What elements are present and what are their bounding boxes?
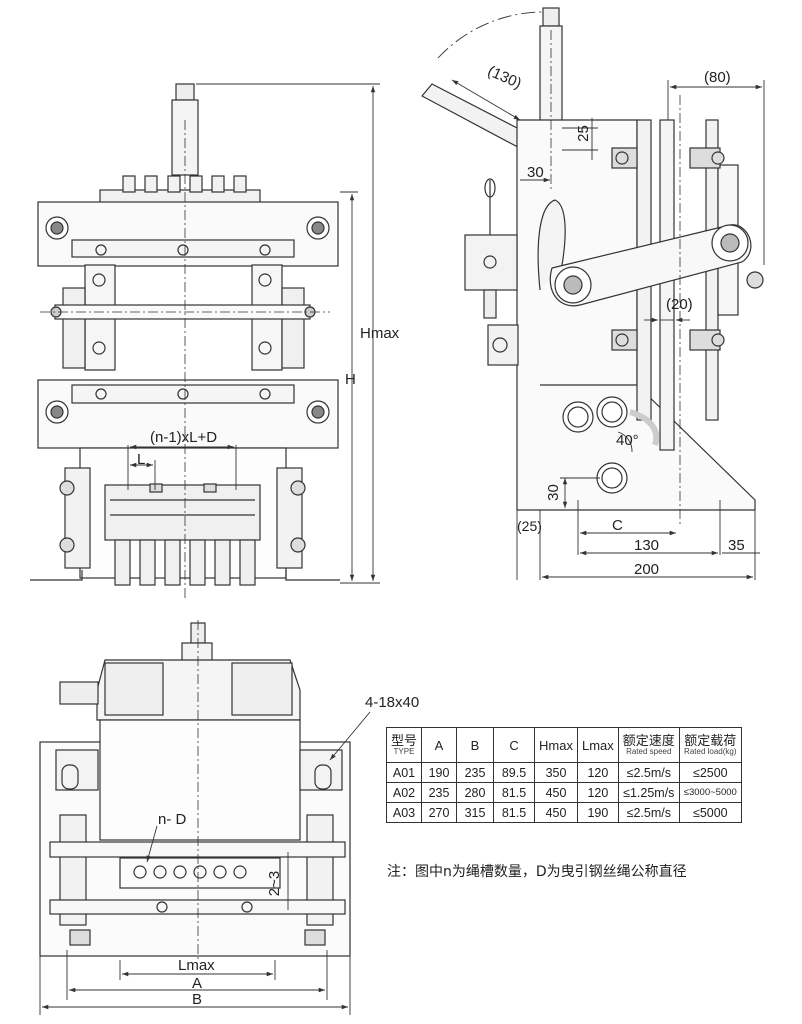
cell-c: 81.5 xyxy=(493,802,536,823)
header-hmax: Hmax xyxy=(534,727,578,763)
dim-25-side: (25) xyxy=(517,518,542,534)
dim-30-top: 30 xyxy=(527,164,544,181)
cell-b: 235 xyxy=(456,762,495,783)
dim-35: 35 xyxy=(728,537,745,554)
dim-angle-40: 40° xyxy=(616,432,639,449)
header-c: C xyxy=(493,727,536,763)
dim-n1-formula: (n-1)xL+D xyxy=(150,429,218,446)
cell-b: 280 xyxy=(456,782,495,803)
dim-b: B xyxy=(192,991,203,1008)
table-row: A03 270 315 81.5 450 190 ≤2.5m/s ≤5000 xyxy=(385,802,742,823)
cell-load: ≤3000~5000 xyxy=(678,782,742,803)
dim-80: (80) xyxy=(704,69,731,86)
dim-n-d: n- D xyxy=(158,811,187,828)
dim-30-side: 30 xyxy=(544,484,562,501)
dim-slot-4-18x40: 4-18x40 xyxy=(365,694,420,711)
dim-hmax: Hmax xyxy=(360,325,400,342)
footnote: 注：图中n为绳槽数量，D为曳引钢丝绳公称直径 xyxy=(387,864,687,880)
cell-speed: ≤1.25m/s xyxy=(617,782,680,803)
table-row: A02 235 280 81.5 450 120 ≤1.25m/s ≤3000~… xyxy=(385,782,742,803)
cell-type: A01 xyxy=(385,762,423,783)
cell-speed: ≤2.5m/s xyxy=(617,802,680,823)
cell-a: 235 xyxy=(421,782,458,803)
dim-a: A xyxy=(192,975,203,992)
cell-c: 89.5 xyxy=(493,762,536,783)
header-lmax: Lmax xyxy=(576,727,619,763)
cell-load: ≤5000 xyxy=(678,802,742,823)
upper-bolts xyxy=(45,216,330,256)
dim-25-top: 25 xyxy=(574,125,592,142)
cell-hmax: 350 xyxy=(534,762,578,783)
dim-20: (20) xyxy=(666,296,693,313)
dim-l: L xyxy=(137,451,146,468)
cell-type: A02 xyxy=(385,782,423,803)
header-a: A xyxy=(421,727,458,763)
dim-200: 200 xyxy=(634,561,660,578)
adjustment-holes xyxy=(562,396,660,494)
groove-holes xyxy=(133,865,247,879)
cell-lmax: 120 xyxy=(576,762,619,783)
header-b: B xyxy=(456,727,495,763)
cell-load: ≤2500 xyxy=(678,762,742,783)
dim-130-bottom: 130 xyxy=(634,537,660,554)
front-view xyxy=(30,83,340,600)
cell-a: 190 xyxy=(421,762,458,783)
cell-c: 81.5 xyxy=(493,782,536,803)
terminal-posts xyxy=(122,175,247,193)
side-view-dimensions xyxy=(451,79,765,580)
cell-b: 315 xyxy=(456,802,495,823)
bottom-view xyxy=(39,620,351,960)
table-row: A01 190 235 89.5 350 120 ≤2.5m/s ≤2500 xyxy=(385,762,742,783)
dim-c: C xyxy=(612,517,623,534)
bottom-view-dimensions xyxy=(39,711,371,1015)
cell-lmax: 120 xyxy=(576,782,619,803)
dim-h: H xyxy=(345,371,356,388)
cell-hmax: 450 xyxy=(534,802,578,823)
dim-lmax: Lmax xyxy=(178,957,215,974)
cell-lmax: 190 xyxy=(576,802,619,823)
front-view-dimensions xyxy=(127,83,380,584)
cell-hmax: 450 xyxy=(534,782,578,803)
side-bolts xyxy=(611,147,725,351)
cell-type: A03 xyxy=(385,802,423,823)
cell-a: 270 xyxy=(421,802,458,823)
dim-gap-2-3: 2~3 xyxy=(266,870,284,897)
rope-grooves xyxy=(104,484,261,586)
cell-speed: ≤2.5m/s xyxy=(617,762,680,783)
